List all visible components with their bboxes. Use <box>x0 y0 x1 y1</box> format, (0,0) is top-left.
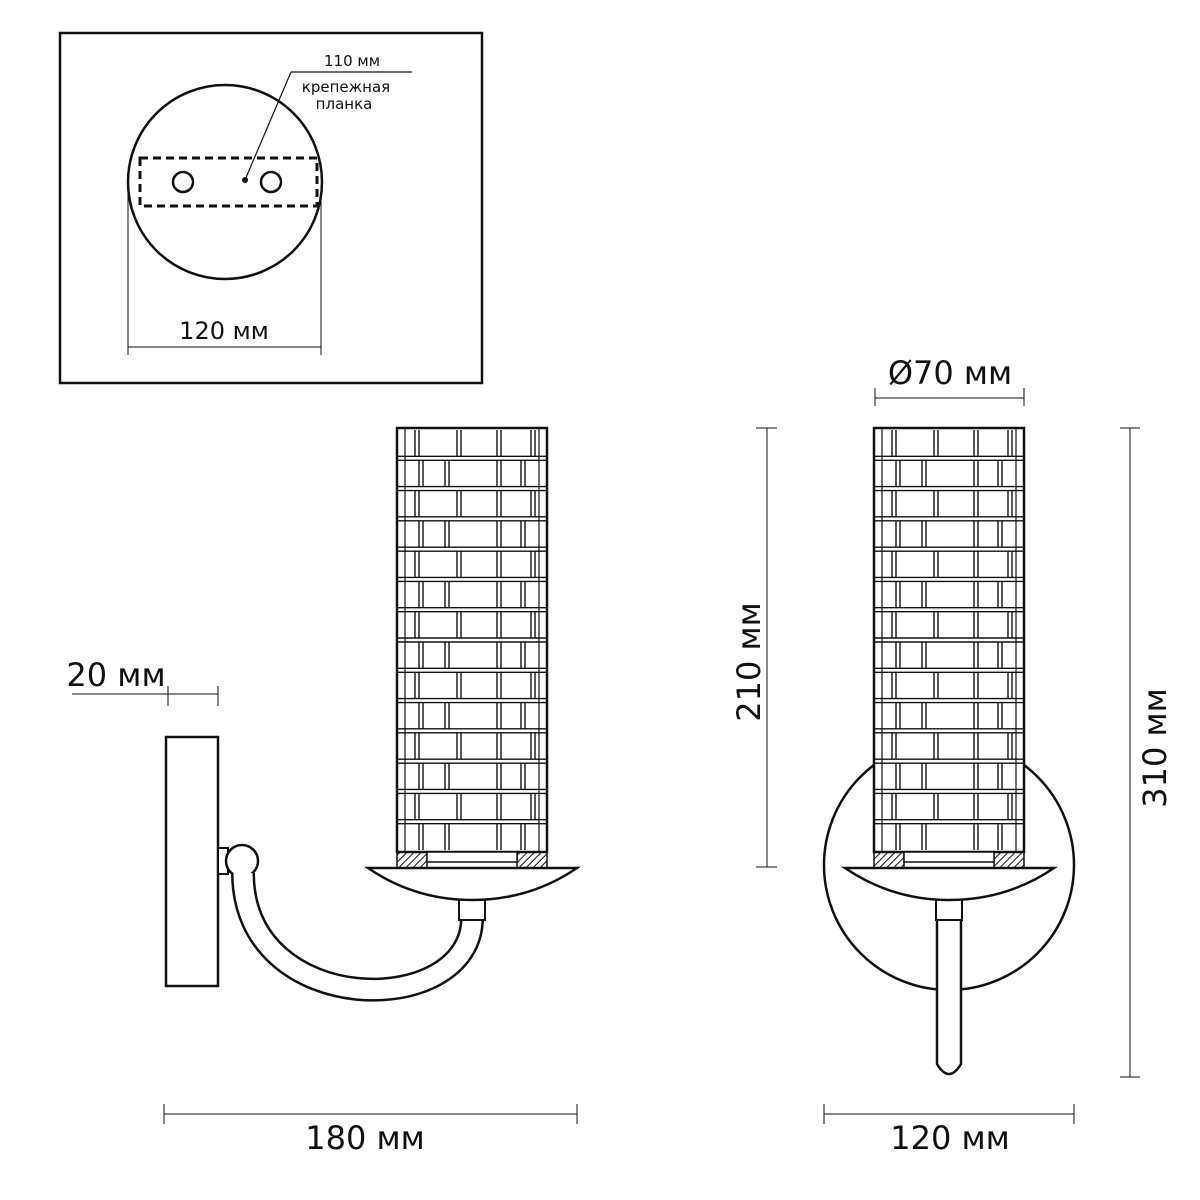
mount-base-circle <box>126 83 324 281</box>
total-height-label: 310 мм <box>1136 688 1174 808</box>
front-bobeche <box>840 866 1059 902</box>
shade-holder-right <box>516 851 548 869</box>
screw-hole-right <box>259 170 283 194</box>
inset-frame <box>58 31 484 385</box>
shade-outline <box>395 426 549 854</box>
side-wall-plate <box>164 735 220 988</box>
mount-plate-label-1: крепежная <box>302 78 390 96</box>
side-arm-inner <box>233 872 482 1000</box>
shade-holder-left <box>396 851 428 869</box>
shade-holder-left <box>873 851 905 869</box>
front-arm <box>935 916 963 1076</box>
shade-holder-ring <box>426 851 518 863</box>
side-bobeche <box>363 866 582 902</box>
base-diameter-label: 120 мм <box>179 317 269 345</box>
shade-outline <box>872 426 1026 854</box>
screw-hole-left <box>171 170 195 194</box>
shade-diameter-label: Ø70 мм <box>888 354 1012 392</box>
front-shade <box>872 426 1026 869</box>
mount-spacing-label: 110 мм <box>324 52 380 70</box>
mount-plate-dashed <box>138 156 319 208</box>
total-depth-label: 180 мм <box>305 1119 425 1157</box>
total-width-label: 120 мм <box>890 1119 1010 1157</box>
plate-leader-line <box>244 71 292 181</box>
side-view: 20 мм 180 мм <box>66 426 582 1157</box>
mount-plate-label-2: планка <box>316 95 373 113</box>
side-shade <box>395 426 549 869</box>
mount-inset: 110 мм крепежная планка 120 мм <box>58 31 484 385</box>
base-depth-label: 20 мм <box>66 656 165 694</box>
shade-holder-ring <box>903 851 995 863</box>
shade-height-label: 210 мм <box>730 602 768 722</box>
shade-holder-right <box>993 851 1025 869</box>
side-connector-ball <box>224 843 260 879</box>
front-view: Ø70 мм 210 мм 310 мм 120 мм <box>730 354 1174 1157</box>
